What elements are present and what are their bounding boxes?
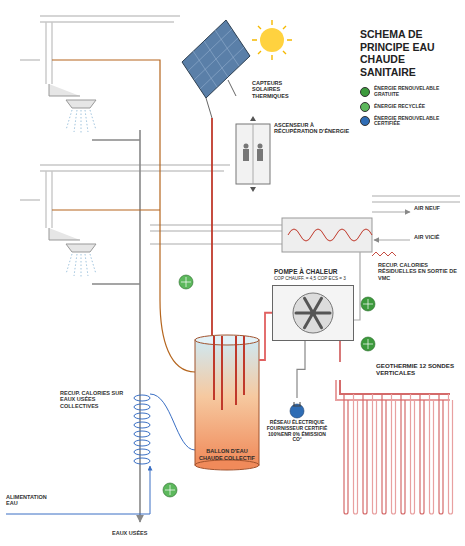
- plug-icon: [266, 398, 328, 420]
- legend-swatch: [360, 87, 370, 97]
- heat-pump-unit: [272, 285, 354, 341]
- annotation-text: AIR VICIÉ: [414, 234, 439, 240]
- node-note: COP CHAUFF. = 4,5 COP ECS = 3: [272, 276, 354, 281]
- solar-collector: CAPTEURS SOLAIRES THERMIQUES: [178, 18, 303, 118]
- annotation-label: EAUX USÉES: [112, 530, 172, 536]
- geothermal-field: GEOTHERMIE 12 SONDES VERTICALES: [332, 362, 458, 520]
- legend-row: ÉNERGIE RENOUVELABLE GRATUITE: [360, 86, 460, 98]
- node-label: ASCENSEUR À RÉCUPÉRATION D'ÉNERGIE: [274, 122, 354, 135]
- elevator: ASCENSEUR À RÉCUPÉRATION D'ÉNERGIE: [232, 118, 356, 135]
- annotation-label: AIR NEUF: [414, 205, 462, 211]
- annotation-text: RECUP. CALORIES RÉSIDUELLES EN SORTIE DE…: [378, 262, 457, 281]
- legend-text: ÉNERGIE RENOUVELABLE CERTIFIÉE: [374, 116, 460, 128]
- legend-row: ÉNERGIE RENOUVELABLE CERTIFIÉE: [360, 116, 460, 128]
- pipe-connector: [339, 341, 341, 362]
- annotation-text: ALIMENTATION EAU: [6, 494, 47, 506]
- annotation-label: ALIMENTATION EAU: [6, 494, 50, 507]
- hot-water-tank: BALLON D'EAU CHAUDE COLLECTIF: [195, 335, 259, 470]
- annotation-text: RECUP. CALORIES SUR EAUX USÉES COLLECTIV…: [60, 390, 123, 409]
- pipe-connector: [211, 118, 213, 335]
- node-label: GEOTHERMIE 12 SONDES VERTICALES: [376, 362, 458, 376]
- pipe-connector: [259, 313, 272, 360]
- annotation-text: EAUX USÉES: [112, 530, 147, 536]
- heat-pump: POMPE À CHALEURCOP CHAUFF. = 4,5 COP ECS…: [272, 268, 354, 341]
- node-label: CAPTEURS SOLAIRES THERMIQUES: [252, 80, 301, 99]
- diagram-title: SCHEMA DE PRINCIPE EAU CHAUDE SANITAIRE: [360, 28, 460, 78]
- node-label: POMPE À CHALEUR: [272, 268, 354, 275]
- annotation-text: AIR NEUF: [414, 205, 440, 211]
- legend-text: ÉNERGIE RENOUVELABLE GRATUITE: [374, 86, 460, 98]
- annotation-label: RECUP. CALORIES RÉSIDUELLES EN SORTIE DE…: [378, 262, 462, 281]
- ground-probes: [332, 380, 458, 520]
- node-label: RÉSEAU ÉLECTRIQUE FOURNISSEUR CERTIFIÉ 1…: [266, 420, 328, 443]
- legend-swatch: [360, 102, 370, 112]
- annotation-label: AIR VICIÉ: [414, 234, 462, 240]
- power-grid: RÉSEAU ÉLECTRIQUE FOURNISSEUR CERTIFIÉ 1…: [266, 398, 328, 443]
- legend-swatch: [360, 116, 370, 126]
- pipe-connector: [297, 341, 305, 398]
- annotation-label: RECUP. CALORIES SUR EAUX USÉES COLLECTIV…: [60, 390, 126, 409]
- node-label: BALLON D'EAU CHAUDE COLLECTIF: [199, 448, 255, 461]
- legend-text: ÉNERGIE RECYCLÉE: [374, 104, 425, 110]
- legend: ÉNERGIE RENOUVELABLE GRATUITE ÉNERGIE REC…: [360, 86, 460, 131]
- legend-row: ÉNERGIE RECYCLÉE: [360, 102, 460, 112]
